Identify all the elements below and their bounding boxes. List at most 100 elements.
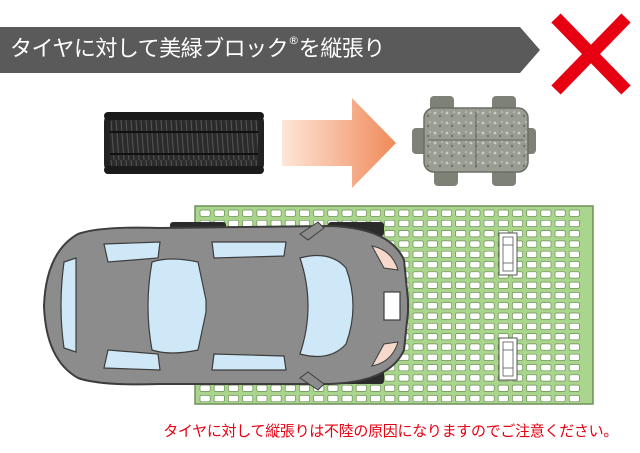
paver-cell	[412, 322, 424, 330]
paver-cell	[568, 292, 580, 300]
paver-cell	[540, 312, 552, 320]
paver-cell	[341, 395, 353, 403]
paver-cell	[455, 333, 467, 341]
paver-cell	[568, 250, 580, 258]
paver-cell	[441, 395, 452, 403]
banner: タイヤに対して美緑ブロック®を縦張り	[0, 0, 640, 100]
paver-cell	[299, 395, 310, 403]
paver-cell	[213, 384, 225, 392]
paver-cell	[412, 219, 424, 227]
paver-cell	[426, 374, 438, 382]
paver-cell	[469, 240, 481, 248]
paver-cell	[412, 250, 424, 258]
paver-cell	[568, 209, 580, 217]
paver-cell	[540, 333, 552, 341]
paver-cell	[441, 384, 452, 392]
paver-cell	[540, 395, 552, 403]
paver-cell	[483, 353, 495, 361]
paver-cell	[441, 312, 452, 320]
registered-mark: ®	[288, 34, 299, 47]
paver-cell	[554, 312, 566, 320]
paver-cell	[441, 353, 452, 361]
banner-text-main: タイヤに対して美緑ブロック	[10, 37, 289, 62]
paver-cell	[469, 302, 481, 310]
paver-cell	[469, 374, 481, 382]
paver-cell	[526, 209, 538, 217]
paver-cell	[568, 395, 580, 403]
paver-cell	[256, 395, 268, 403]
paver-cell	[483, 364, 495, 372]
paver-cell	[370, 209, 381, 217]
paver-cell	[568, 322, 580, 330]
paver-cell	[270, 209, 282, 217]
paver-cell	[568, 261, 580, 269]
paver-cell	[228, 384, 239, 392]
paver-cell	[526, 353, 538, 361]
paver-cell	[199, 395, 211, 403]
paver-cell	[554, 271, 566, 279]
paver-cell	[469, 271, 481, 279]
paver-cell	[228, 209, 239, 217]
paver-cell	[441, 322, 452, 330]
paver-cell	[256, 219, 268, 227]
paver-cell	[483, 219, 495, 227]
paver-cell	[526, 395, 538, 403]
paver-cell	[441, 240, 452, 248]
paver-cell	[512, 395, 523, 403]
paver-cell	[384, 384, 396, 392]
paver-cell	[370, 395, 381, 403]
paver-cell	[455, 374, 467, 382]
paver-cell	[426, 364, 438, 372]
paver-cell	[441, 230, 452, 238]
paver-cell	[554, 343, 566, 351]
paver-cell	[242, 384, 254, 392]
paver-cell	[512, 312, 523, 320]
paver-cell	[441, 292, 452, 300]
paver-cell	[426, 333, 438, 341]
paver-cell	[512, 219, 523, 227]
paver-cell	[554, 250, 566, 258]
paver-cell	[526, 322, 538, 330]
paver-cell	[469, 322, 481, 330]
cross-icon	[551, 13, 631, 95]
paver-cell	[512, 322, 523, 330]
paver-cell	[242, 209, 254, 217]
paver-cell	[242, 395, 254, 403]
paver-cell	[540, 271, 552, 279]
paver-cell	[469, 312, 481, 320]
paver-cell	[412, 374, 424, 382]
paver-cell	[426, 395, 438, 403]
wheel-stop-lower	[498, 337, 518, 381]
paver-cell	[512, 384, 523, 392]
paver-cell	[568, 343, 580, 351]
paver-cell	[441, 209, 452, 217]
paver-cell	[568, 281, 580, 289]
paver-cell	[540, 240, 552, 248]
banner-text-tail: を縦張り	[298, 37, 386, 62]
paver-cell	[256, 209, 268, 217]
paver-cell	[270, 384, 282, 392]
paver-cell	[568, 271, 580, 279]
paver-cell	[355, 384, 367, 392]
paver-cell	[455, 395, 467, 403]
paver-cell	[441, 343, 452, 351]
paver-cell	[540, 292, 552, 300]
paver-cell	[497, 281, 509, 289]
paver-cell	[540, 364, 552, 372]
paver-cell	[540, 209, 552, 217]
paver-cell	[554, 353, 566, 361]
paver-cell	[370, 384, 381, 392]
paver-cell	[455, 312, 467, 320]
paver-cell	[554, 219, 566, 227]
paver-cell	[554, 384, 566, 392]
paver-cell	[554, 302, 566, 310]
paver-cell	[540, 250, 552, 258]
paver-cell	[270, 395, 282, 403]
paver-cell	[455, 364, 467, 372]
paver-cell	[426, 384, 438, 392]
paver-cell	[412, 281, 424, 289]
paver-cell	[497, 292, 509, 300]
paver-cell	[483, 281, 495, 289]
paver-cell	[441, 281, 452, 289]
paver-cell	[412, 384, 424, 392]
